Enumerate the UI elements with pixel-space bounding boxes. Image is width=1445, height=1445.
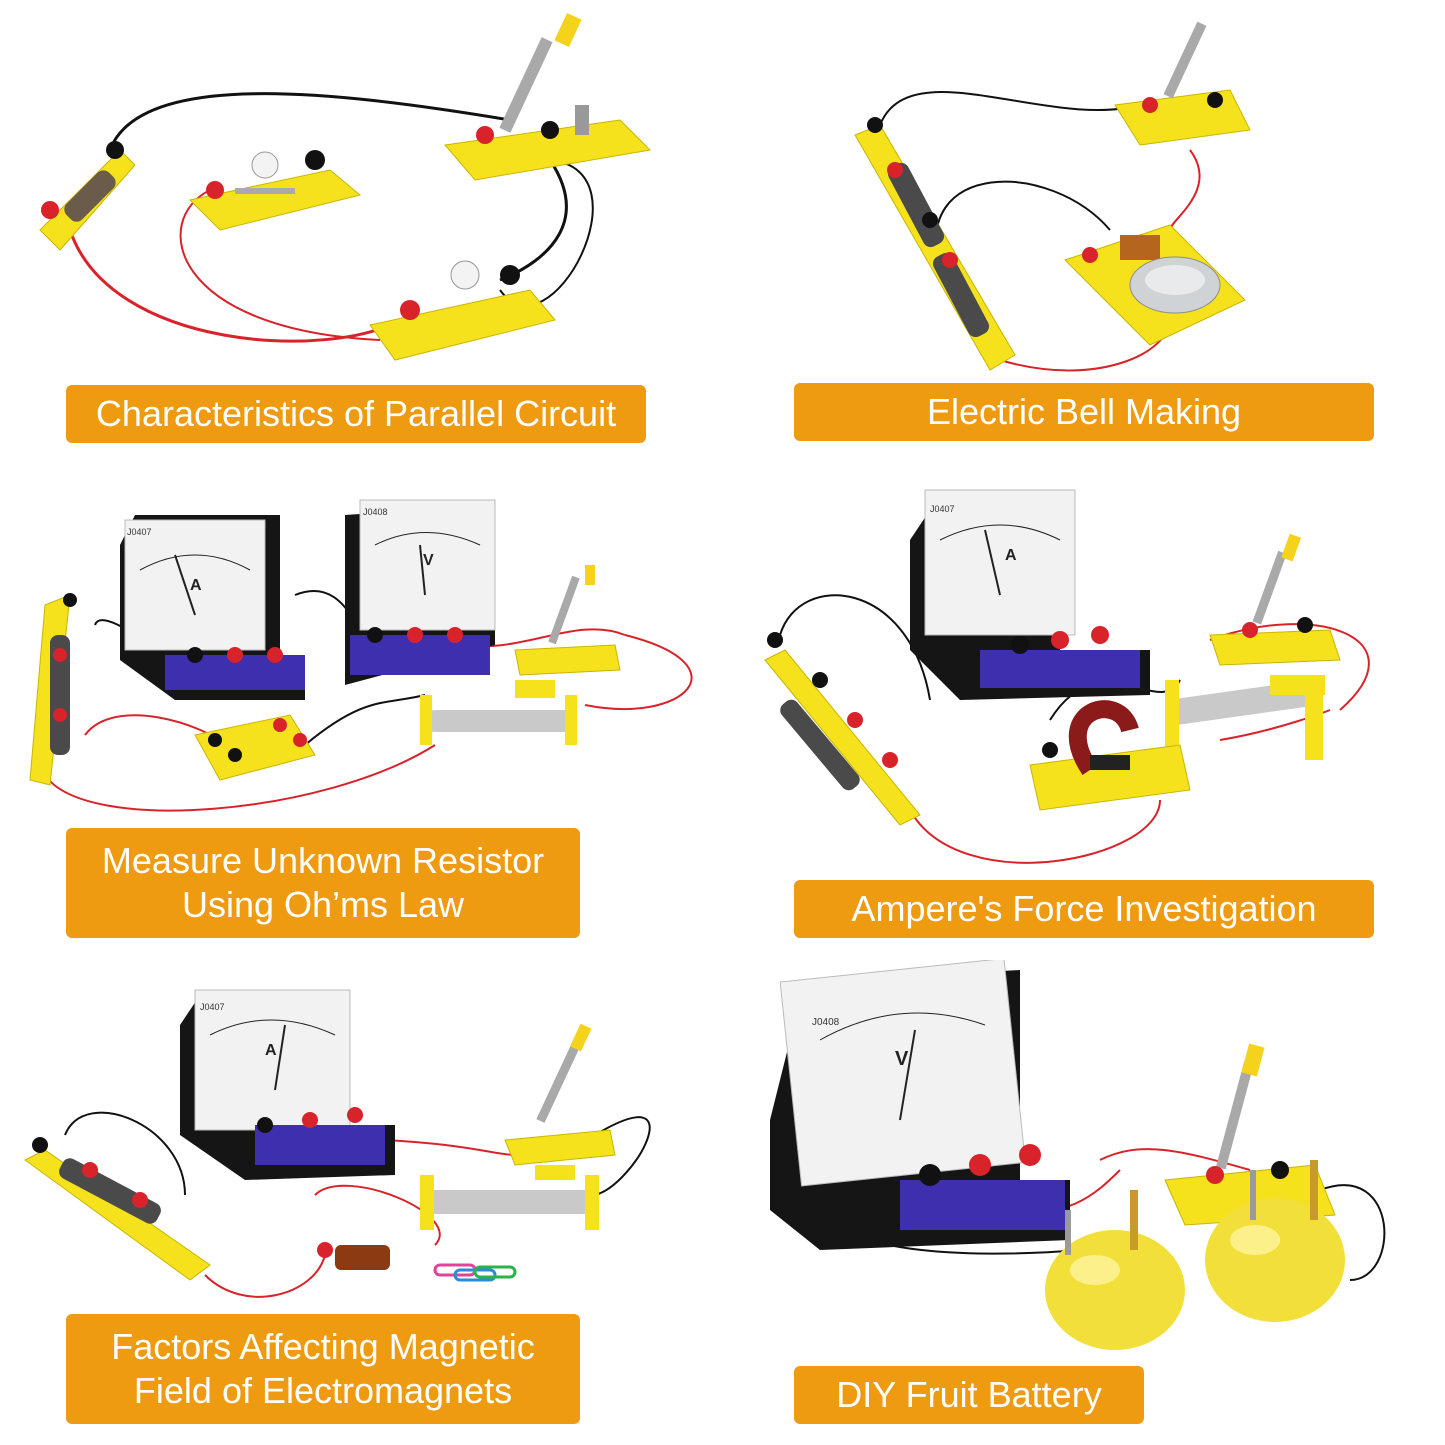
parallel-circuit-photo	[30, 10, 690, 380]
resistor-board	[194, 714, 316, 781]
meter-unit: A	[265, 1042, 277, 1059]
battery-holder-long	[764, 632, 921, 826]
lemon-2	[1205, 1160, 1345, 1322]
knife-switch	[1209, 533, 1341, 666]
caption-fruit-battery: DIY Fruit Battery	[794, 1366, 1144, 1424]
caption-electromagnets: Factors Affecting Magnetic Field of Elec…	[66, 1314, 580, 1424]
ampere-force-photo: J0407 A	[760, 480, 1440, 870]
meter-model: J0408	[363, 507, 388, 517]
battery-holder	[39, 141, 136, 251]
rheostat	[1165, 675, 1325, 760]
bulb-board-1	[188, 150, 362, 231]
electromagnet-coil	[317, 1242, 390, 1270]
knife-switch	[444, 13, 652, 181]
knife-switch	[514, 565, 621, 676]
meter-unit: V	[423, 552, 434, 569]
battery-holder-long	[854, 117, 1016, 371]
rheostat	[420, 680, 577, 745]
battery-holder-long	[24, 1137, 211, 1281]
caption-parallel-circuit: Characteristics of Parallel Circuit	[66, 385, 646, 443]
paper-clips	[433, 1263, 517, 1282]
meter-model: J0407	[127, 527, 152, 537]
caption-unknown-resistor: Measure Unknown Resistor Using Oh’ms Law	[66, 828, 580, 938]
meter-model: J0408	[812, 1017, 840, 1028]
caption-ampere-force: Ampere's Force Investigation	[794, 880, 1374, 938]
knife-switch	[504, 1023, 616, 1166]
electric-bell-photo	[850, 10, 1270, 380]
meter-unit: V	[895, 1048, 909, 1070]
bulb-board-2	[369, 260, 556, 361]
meter-model: J0407	[200, 1002, 225, 1012]
voltmeter: J0408 V	[770, 960, 1070, 1250]
knife-switch	[1114, 21, 1251, 146]
horseshoe-magnet	[1029, 700, 1191, 811]
electromagnet-photo: J0407 A	[15, 985, 655, 1315]
electric-bell	[1064, 224, 1246, 346]
meter-model: J0407	[930, 504, 955, 514]
fruit-battery-photo: J0408 V	[760, 960, 1440, 1360]
rheostat	[420, 1165, 599, 1230]
ammeter: J0407 A	[910, 489, 1150, 700]
ammeter: J0407 A	[120, 515, 305, 700]
lemon-1	[1045, 1190, 1185, 1350]
caption-electric-bell: Electric Bell Making	[794, 383, 1374, 441]
ammeter: J0407 A	[180, 989, 395, 1180]
battery-holder-long	[29, 593, 77, 786]
meter-unit: A	[1005, 547, 1017, 564]
unknown-resistor-photo: J0407 A J0408 V	[25, 495, 725, 825]
voltmeter: J0408 V	[345, 499, 496, 685]
meter-unit: A	[190, 577, 202, 594]
